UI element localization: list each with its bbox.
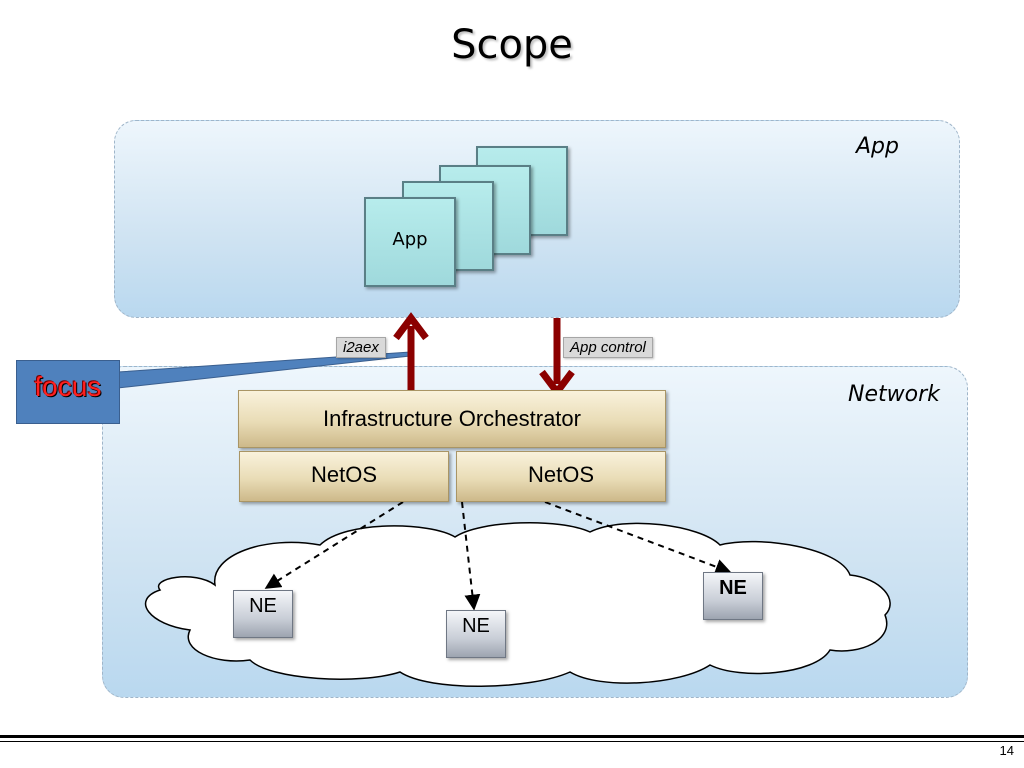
infrastructure-orchestrator-box: Infrastructure Orchestrator bbox=[238, 390, 666, 448]
network-element-left: NE bbox=[233, 590, 293, 638]
app-card-front: App bbox=[364, 197, 456, 287]
netos-right-box: NetOS bbox=[456, 451, 666, 502]
i2aex-tag: i2aex bbox=[336, 337, 386, 358]
network-element-right: NE bbox=[703, 572, 763, 620]
app-control-tag: App control bbox=[563, 337, 653, 358]
page-number: 14 bbox=[999, 743, 1014, 758]
network-element-center: NE bbox=[446, 610, 506, 658]
network-cloud bbox=[144, 522, 891, 687]
network-layer-label: Network bbox=[848, 382, 940, 407]
slide-title: Scope bbox=[451, 22, 573, 68]
app-card-label: App bbox=[392, 229, 428, 250]
focus-callout-text: focus bbox=[34, 371, 102, 402]
i2aex-arrow bbox=[393, 312, 429, 390]
app-layer-label: App bbox=[856, 134, 899, 159]
focus-callout: focus bbox=[16, 360, 120, 424]
netos-left-box: NetOS bbox=[239, 451, 449, 502]
footer-rule-thin bbox=[0, 741, 1024, 742]
footer-rule-thick bbox=[0, 735, 1024, 738]
link-netos-right-ne-center bbox=[461, 501, 481, 611]
link-netos-left-ne-left bbox=[264, 501, 404, 589]
